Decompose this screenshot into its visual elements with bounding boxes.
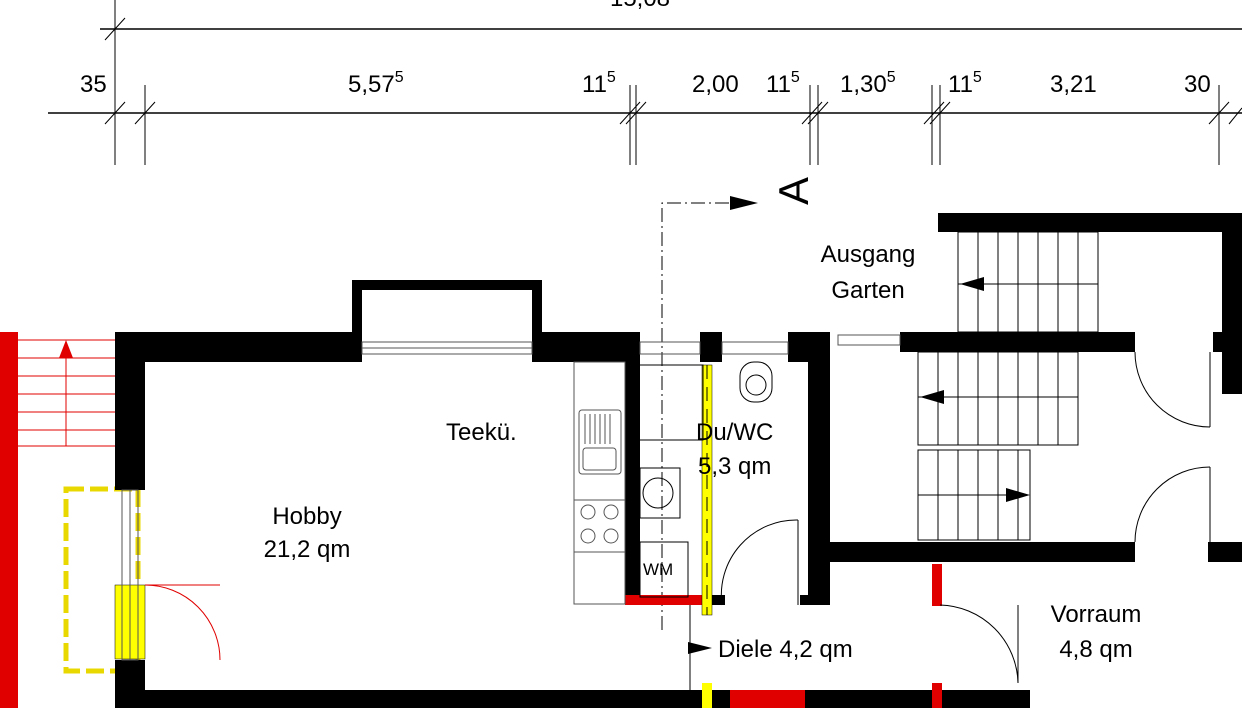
- dimension-chain: 15,08 35 5,575 115 2,00 115 1,305 115 3,…: [48, 0, 1242, 165]
- exterior-stair: [0, 332, 115, 708]
- dim-2-00: 2,00: [692, 71, 739, 98]
- label-garten: Garten: [831, 277, 904, 304]
- entry-arrow: [688, 642, 712, 654]
- section-label: A: [770, 177, 817, 205]
- label-duwc-area: 5,3 qm: [698, 453, 771, 480]
- dim-30: 30: [1184, 71, 1211, 98]
- label-vorraum-area: 4,8 qm: [1059, 636, 1132, 663]
- new-partition-bottom: [702, 683, 712, 708]
- dim-1-305: 1,305: [840, 69, 896, 98]
- label-hobby-area: 21,2 qm: [264, 536, 351, 563]
- stair-arrow-down: [1006, 488, 1030, 502]
- bathroom-fixtures: [638, 361, 773, 598]
- walls: [115, 213, 1242, 708]
- dim-35: 35: [80, 71, 107, 98]
- label-duwc: Du/WC: [696, 419, 773, 446]
- dim-115-a: 115: [582, 69, 616, 98]
- dim-5-575: 5,575: [348, 69, 404, 98]
- kitchen: [573, 361, 626, 605]
- label-vorraum: Vorraum: [1051, 601, 1142, 628]
- label-teekueche: Teekü.: [446, 419, 517, 446]
- label-hobby: Hobby: [272, 503, 341, 530]
- label-ausgang: Ausgang: [821, 241, 916, 268]
- label-diele: Diele 4,2 qm: [718, 636, 853, 663]
- section-line-a: A: [661, 177, 817, 630]
- demolish-walls: [625, 564, 942, 708]
- new-element-outline: [63, 486, 141, 674]
- dim-115-c: 115: [948, 69, 982, 98]
- windows: [121, 334, 901, 661]
- stair-arrow-mid: [920, 390, 944, 404]
- doors: [144, 351, 1211, 708]
- dim-3-21: 3,21: [1050, 71, 1097, 98]
- label-wm: WM: [643, 560, 673, 579]
- dim-115-b: 115: [766, 69, 800, 98]
- dim-total: 15,08: [610, 0, 670, 12]
- stair-arrow-up: [960, 277, 984, 291]
- interior-stairs: [917, 231, 1099, 541]
